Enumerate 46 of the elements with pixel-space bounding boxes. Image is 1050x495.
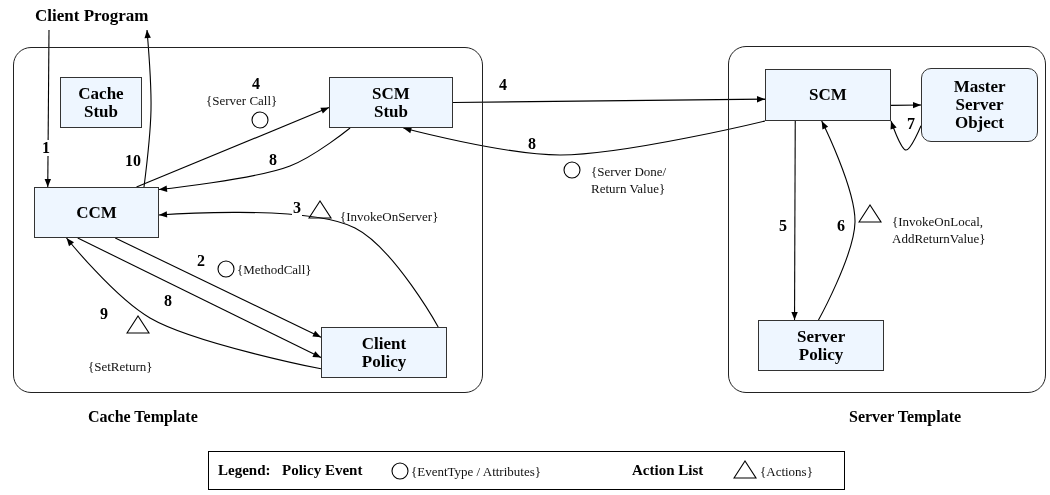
arrow xyxy=(890,101,922,109)
step-number: 6 xyxy=(836,218,846,234)
arrow xyxy=(114,237,322,338)
step-number: 9 xyxy=(99,306,109,322)
panel-heading: Cache Template xyxy=(88,408,198,426)
component-box: SCM Stub xyxy=(329,77,453,128)
component-box: CCM xyxy=(34,187,159,238)
component-box: Client Policy xyxy=(321,327,447,378)
step-number: 8 xyxy=(268,152,278,168)
arrow xyxy=(817,120,856,321)
component-box: SCM xyxy=(765,69,891,121)
annotation-text: {Server Done/ Return Value} xyxy=(591,163,668,197)
step-number: 2 xyxy=(196,253,206,269)
arrow xyxy=(44,29,51,188)
step-number: 5 xyxy=(778,218,788,234)
arrow xyxy=(890,120,922,151)
arrow xyxy=(158,211,439,328)
step-number: 7 xyxy=(906,116,916,132)
program-label: Client Program xyxy=(35,6,175,30)
annotation-text: {MethodCall} xyxy=(237,261,312,278)
annotation-text: {EventType / Attributes} xyxy=(411,463,541,480)
step-number: 8 xyxy=(527,136,537,152)
legend-title: Legend: xyxy=(218,462,271,479)
component-box: Server Policy xyxy=(758,320,884,371)
arrow xyxy=(135,107,330,188)
panel-heading: Server Template xyxy=(849,408,962,426)
annotation-text: {InvokeOnServer} xyxy=(340,208,439,225)
step-number: 10 xyxy=(124,153,142,169)
step-number: 4 xyxy=(498,77,508,93)
annotation-text: {SetReturn} xyxy=(88,358,153,375)
step-number: 8 xyxy=(163,293,173,309)
component-box: Cache Stub xyxy=(60,77,142,128)
legend-text: Policy Event xyxy=(282,462,363,479)
component-box: Master Server Object xyxy=(921,68,1038,142)
arrow xyxy=(402,120,766,156)
arrow xyxy=(452,96,766,104)
arrow xyxy=(791,120,798,321)
step-number: 4 xyxy=(251,76,261,92)
step-number: 3 xyxy=(292,200,302,216)
arrow xyxy=(158,127,351,192)
step-number: 1 xyxy=(41,140,51,156)
annotation-text: {Actions} xyxy=(760,463,813,480)
arrow xyxy=(143,29,152,188)
annotation-text: {InvokeOnLocal, AddReturnValue} xyxy=(892,213,987,247)
annotation-text: {Server Call} xyxy=(206,92,278,109)
legend-text: Action List xyxy=(632,462,704,479)
